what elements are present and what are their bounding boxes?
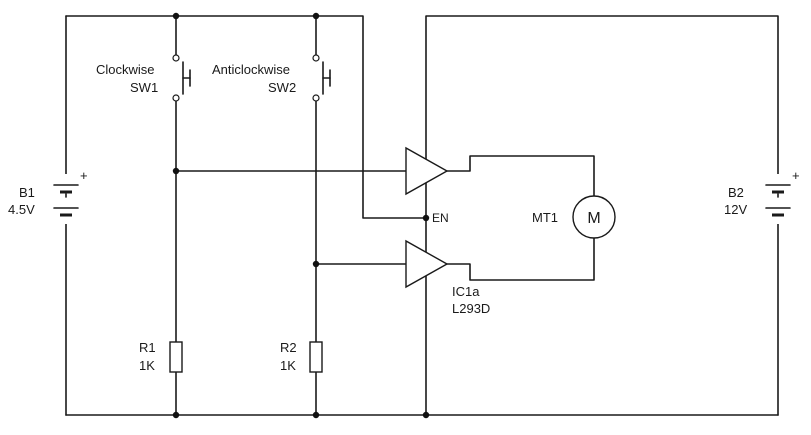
battery-b2: + B2 12V [724,168,800,224]
battery-b1: + B1 4.5V [8,168,88,224]
switch-sw2: Anticlockwise SW2 [212,54,331,102]
motor-symbol: M [587,210,600,227]
ic-ref-label: IC1a [452,284,480,299]
resistor-r1: R1 1K [139,340,183,373]
b2-value-label: 12V [724,202,747,217]
b1-plus-sign: + [80,168,88,183]
r2-ref-label: R2 [280,340,297,355]
junction-dots [172,12,430,419]
top-rail-left [65,15,427,219]
enable-pin-label: EN [432,211,449,225]
b1-value-label: 4.5V [8,202,35,217]
b2-ref-label: B2 [728,185,744,200]
resistor-r2: R2 1K [280,340,323,373]
sw1-name-label: Clockwise [96,62,155,77]
sw2-ref-label: SW2 [268,80,296,95]
r2-value-label: 1K [280,358,296,373]
sw1-ref-label: SW1 [130,80,158,95]
r1-ref-label: R1 [139,340,156,355]
b2-plus-sign: + [792,168,800,183]
driver-ic: EN IC1a L293D [405,146,490,316]
buffer-2 [405,239,449,289]
ic-part-label: L293D [452,301,490,316]
buffer-1 [405,146,449,196]
mt1-ref-label: MT1 [532,210,558,225]
sw2-name-label: Anticlockwise [212,62,290,77]
switch-sw1: Clockwise SW1 [96,54,191,102]
r1-value-label: 1K [139,358,155,373]
output2-wire [446,237,595,281]
b1-ref-label: B1 [19,185,35,200]
motor-mt1: M MT1 [532,195,616,239]
output1-wire [446,155,595,197]
